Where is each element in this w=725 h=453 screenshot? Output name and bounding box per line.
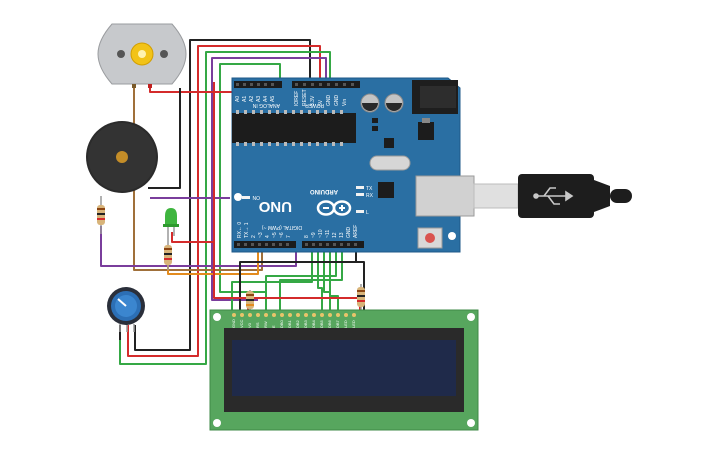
resistor-lcd-backlight [357,284,365,314]
smd-chip [384,138,394,148]
digital-pin-label: 8 [304,235,310,238]
usb-chip [378,182,394,198]
lcd-pin-label: DB3 [303,319,308,328]
lcd-pin-label: DB6 [327,319,332,328]
dc-motor [97,23,187,88]
lcd-16x2-module: GND VCC V0 RS RW E DB0 DB1 DB2 DB3 DB4 D… [209,309,479,431]
lcd-pin-label: DB5 [319,319,324,328]
digital-pin-label: ~5 [272,232,278,238]
analog-pin-label: A1 [242,96,248,102]
usb-symbol-icon [533,187,574,205]
l-label: L [366,210,369,216]
digital-pin-label: 7 [286,235,292,238]
digital-pin-label: 12 [332,232,338,238]
power-pin-label: 5V [318,99,324,106]
lcd-pin-labels: GND VCC V0 RS RW E DB0 DB1 DB2 DB3 DB4 D… [231,319,356,328]
arduino-uno-board: ANALOG IN POWER [231,77,475,253]
usb-port[interactable] [415,175,475,217]
rx-label: RX [366,193,374,199]
digital-pin-holes [237,243,357,246]
digital-pin-label: ~6 [279,232,285,238]
wire-green-db5 [317,248,323,312]
analog-pin-label: A4 [263,96,269,102]
tx-label: TX [366,186,373,192]
digital-pin-label: ~9 [311,232,317,238]
analog-pin-label: A0 [235,96,241,102]
lcd-pin-label: VCC [239,319,244,328]
digital-pin-label: AREF [353,225,359,238]
wire-green-db6 [323,248,331,312]
piezo-buzzer [86,121,158,193]
lcd-pin-label: DB1 [287,319,292,328]
lcd-pin-label: DB7 [335,319,340,328]
green-led [163,208,179,240]
resistor-led [164,240,172,270]
lcd-pin-label: LED [351,320,356,328]
power-pin-label: RESET [302,89,308,106]
digital-pin-label: TX→ 1 [244,222,250,238]
digital-pin-label: RX← 0 [237,222,243,238]
power-pin-label: GND [334,95,340,107]
on-label: ON [252,194,260,200]
power-pin-label: Vin [342,99,348,106]
usb-cable [473,174,632,218]
wire-black-buzzer [148,88,181,189]
lcd-pin-label: DB2 [295,319,300,328]
wire-black-gnd [239,248,357,312]
lcd-pin-label: LED [343,320,348,328]
header-power [292,81,360,88]
board-brand-text: ARDUINO [310,188,338,194]
analog-pin-label: A3 [256,96,262,102]
capacitors [360,93,404,113]
microcontroller-chip [232,110,356,146]
wire-green-analog [219,63,281,293]
lcd-pin-label: GND [231,319,236,328]
wire-green-top [119,51,331,365]
power-pin-label: IOREF [294,91,300,106]
digital-pin-label: GND [346,227,352,239]
mount-hole [448,232,456,240]
lcd-pin-label: RW [263,321,268,328]
wire-purple-buzzer [100,226,297,267]
wire-green-e [279,248,343,312]
lcd-pin-label: RS [255,322,260,328]
power-pin-label: 3.3V [310,95,316,106]
digital-pin-label: ~3 [258,232,264,238]
analog-header-label: ANALOG IN [252,102,280,108]
lcd-pin-label: E [271,325,276,328]
mount-hole [234,193,242,201]
lcd-pin-label: V0 [247,322,252,328]
header-pin-holes [236,83,354,86]
digital-pin-label: 2 [251,235,257,238]
digital-pin-label: 13 [339,232,345,238]
board-logo-text: UNO [258,198,292,215]
voltage-regulator [418,122,434,140]
digital-pin-label: 4 [265,235,271,238]
digital-header-label: DIGITAL (PWM ~) [262,224,302,230]
analog-pin-label: A5 [270,96,276,102]
arduino-logo: UNO ARDUINO [258,188,352,216]
wire-purple-top [211,57,327,301]
digital-pin-label: ~10 [318,229,324,238]
lcd-screen [232,340,456,396]
wire-green-db7 [329,248,339,312]
potentiometer[interactable] [107,287,145,332]
lcd-pin-label: DB0 [279,319,284,328]
power-pin-label: GND [326,95,332,107]
crystal [369,155,411,171]
digital-pin-label: ~11 [325,230,331,238]
resistor-buzzer [97,196,105,234]
wire-red-led [171,82,215,243]
power-header-label: POWER [305,102,324,108]
lcd-pin-pads [232,313,356,317]
lcd-pin-label: DB4 [311,319,316,328]
analog-pin-label: A2 [249,96,255,102]
